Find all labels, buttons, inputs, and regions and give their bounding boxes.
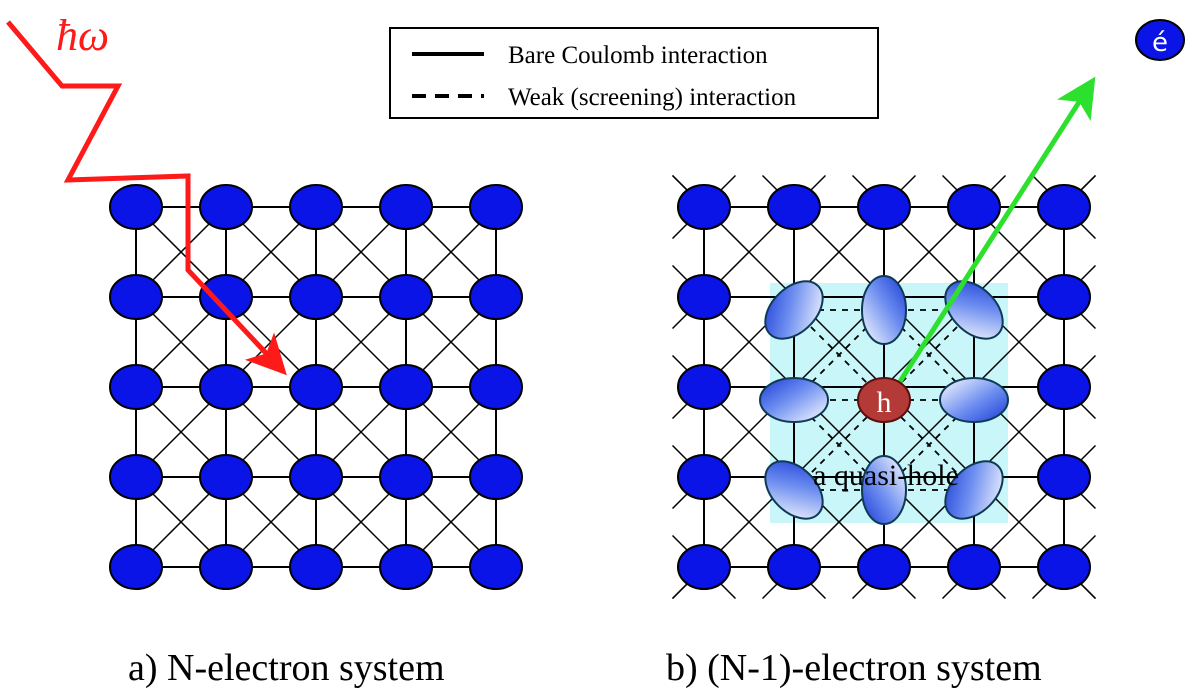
- electron: [677, 544, 731, 590]
- legend-dashed-label: Weak (screening) interaction: [508, 84, 797, 111]
- emitted-electron-label: é: [1152, 28, 1168, 58]
- electron: [379, 364, 433, 410]
- screening-bond: [883, 309, 975, 401]
- electron: [289, 274, 343, 320]
- photon-path: [6, 20, 287, 376]
- electron: [1037, 454, 1091, 500]
- n-electron-lattice: [109, 184, 523, 590]
- polarized-electron: [861, 455, 907, 525]
- lobe-w: [759, 377, 829, 423]
- electron: [677, 184, 731, 230]
- caption-left: a) N-electron system: [128, 647, 445, 689]
- photon-arrow: [6, 20, 287, 376]
- electron: [469, 544, 523, 590]
- electron: [199, 274, 253, 320]
- electron: [199, 364, 253, 410]
- electron: [109, 184, 163, 230]
- hole: [857, 377, 911, 423]
- electron-grid: [109, 184, 523, 590]
- electron: [1037, 544, 1091, 590]
- electron: [857, 184, 911, 230]
- legend-box: [389, 27, 879, 119]
- electron: [469, 274, 523, 320]
- lobe-ne: [944, 280, 1004, 340]
- photon-energy-label: ħω: [56, 11, 109, 60]
- screening-bond: [793, 309, 885, 401]
- quasi-hole-label: a quasi-hole: [813, 459, 959, 492]
- electron: [109, 364, 163, 410]
- electron: [469, 454, 523, 500]
- lobe-nw: [764, 280, 824, 340]
- legend: Bare Coulomb interaction Weak (screening…: [389, 27, 879, 119]
- polarized-electron: [939, 377, 1009, 423]
- polarized-electron: [764, 460, 824, 520]
- electron: [379, 184, 433, 230]
- electron: [677, 364, 731, 410]
- polarized-electron: [944, 280, 1004, 340]
- lobe-se: [944, 460, 1004, 520]
- electron: [469, 364, 523, 410]
- electron: [109, 544, 163, 590]
- electron: [379, 454, 433, 500]
- electron: [199, 544, 253, 590]
- electron: [289, 544, 343, 590]
- polarized-electron: [764, 280, 824, 340]
- electron: [199, 454, 253, 500]
- electron: [1037, 274, 1091, 320]
- caption-right: b) (N-1)-electron system: [666, 647, 1042, 689]
- electron: [109, 274, 163, 320]
- emitted-electron-arrow: [882, 76, 1096, 407]
- electron: [767, 544, 821, 590]
- polarized-electron: [759, 377, 829, 423]
- electron: [1037, 184, 1091, 230]
- electron: [857, 544, 911, 590]
- screening-cloud: [759, 275, 1009, 525]
- electron: [767, 184, 821, 230]
- electron: [379, 544, 433, 590]
- lobe-e: [939, 377, 1009, 423]
- electron: [289, 184, 343, 230]
- screening-bond: [793, 399, 885, 491]
- electron: [289, 364, 343, 410]
- legend-solid-label: Bare Coulomb interaction: [508, 42, 768, 69]
- electron: [677, 454, 731, 500]
- electron: [947, 184, 1001, 230]
- polarized-electron: [944, 460, 1004, 520]
- electron: [677, 274, 731, 320]
- electron-grid-right: [677, 184, 1091, 590]
- electron: [1037, 364, 1091, 410]
- electron: [379, 274, 433, 320]
- emitted-electron: [1135, 19, 1185, 61]
- electron: [469, 184, 523, 230]
- screening-bond: [883, 399, 975, 491]
- lobe-s: [861, 455, 907, 525]
- electron: [109, 454, 163, 500]
- lobe-n: [861, 275, 907, 345]
- electron: [289, 454, 343, 500]
- electron: [199, 184, 253, 230]
- polarized-electron: [861, 275, 907, 345]
- electron: [947, 544, 1001, 590]
- hole-label: h: [877, 386, 892, 419]
- lobe-sw: [764, 460, 824, 520]
